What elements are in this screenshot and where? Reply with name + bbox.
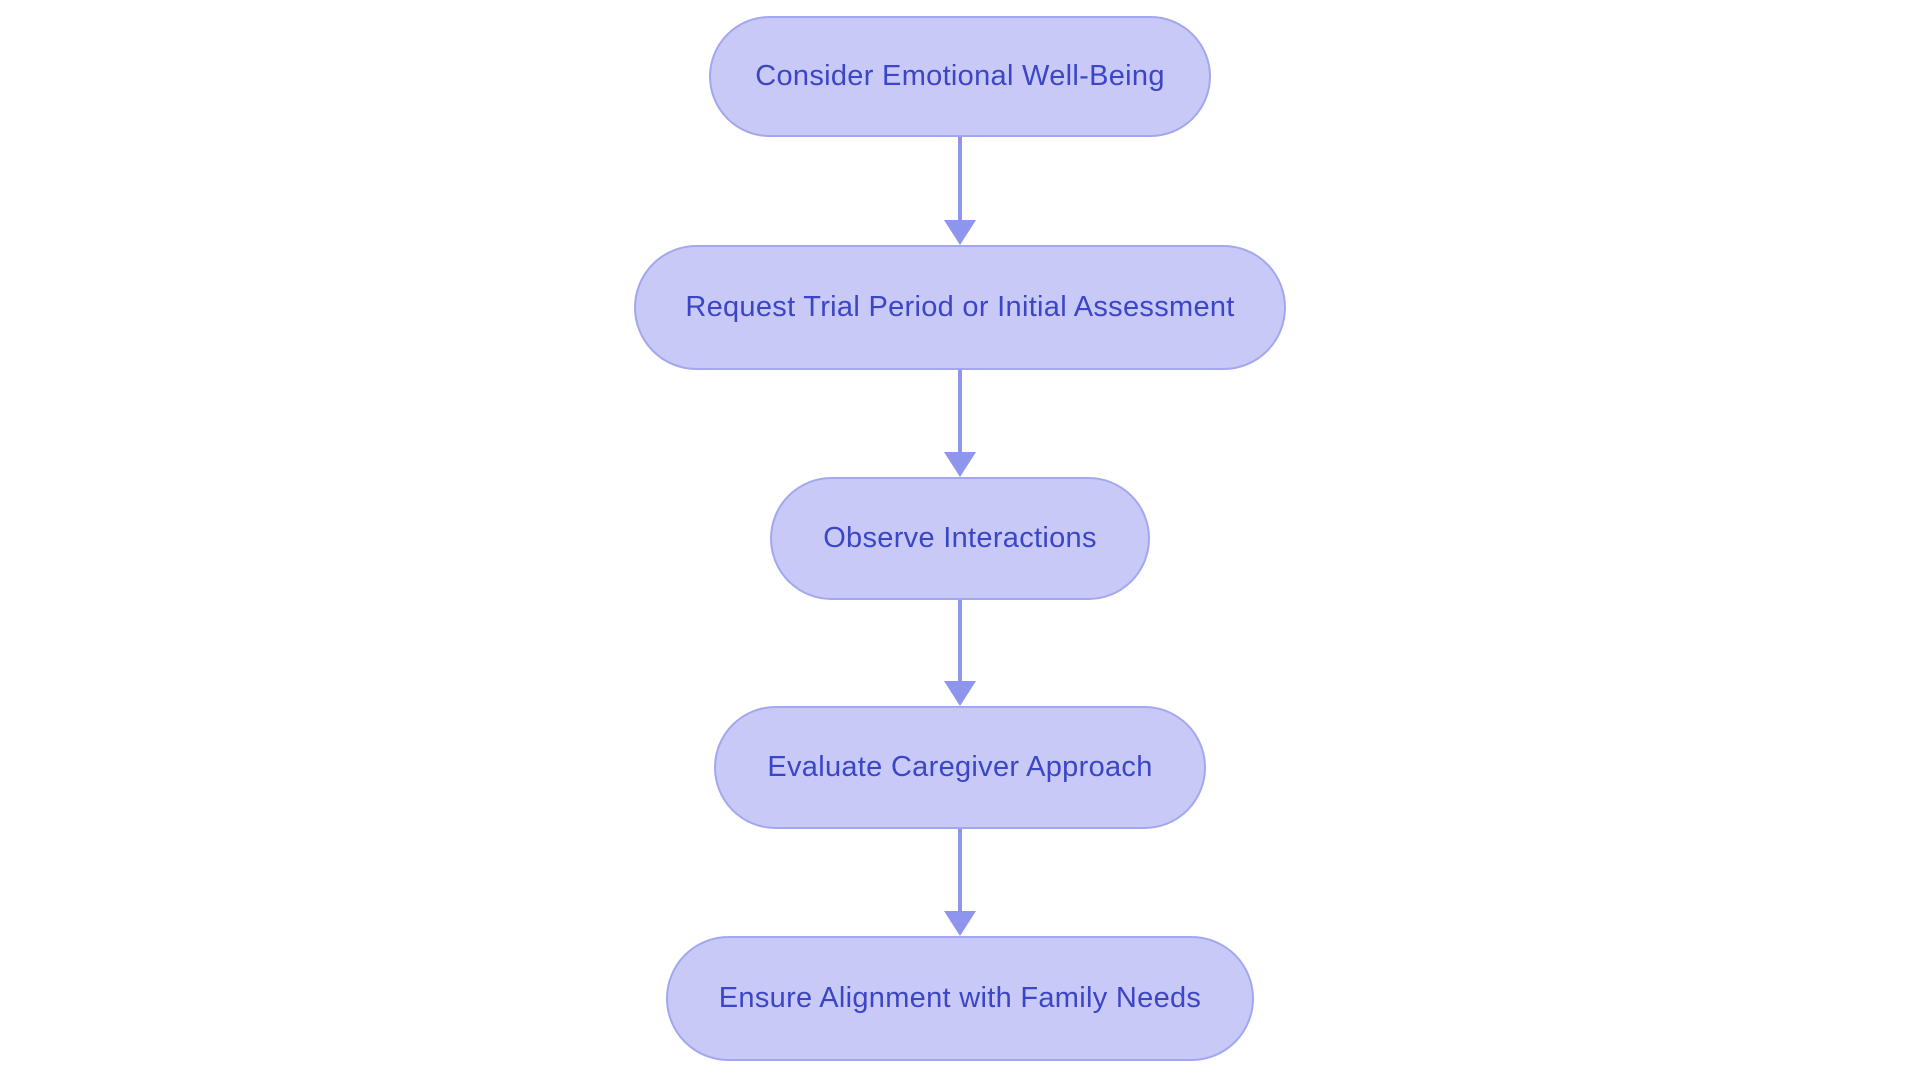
flow-node-evaluate-caregiver-approach: Evaluate Caregiver Approach: [714, 706, 1206, 829]
node-label: Ensure Alignment with Family Needs: [718, 982, 1202, 1014]
node-label: Evaluate Caregiver Approach: [767, 751, 1153, 783]
arrow-line: [958, 600, 962, 688]
arrow-head-icon: [944, 911, 976, 936]
node-label: Consider Emotional Well-Being: [755, 60, 1165, 92]
arrow-line: [958, 137, 962, 227]
node-label: Observe Interactions: [823, 522, 1097, 554]
flow-arrow: [943, 829, 977, 936]
flow-node-request-trial-period-or-initial-assessment: Request Trial Period or Initial Assessme…: [634, 245, 1286, 370]
arrow-head-icon: [944, 681, 976, 706]
node-label: Request Trial Period or Initial Assessme…: [685, 291, 1235, 323]
flow-node-consider-emotional-well-being: Consider Emotional Well-Being: [709, 16, 1211, 137]
arrow-line: [958, 829, 962, 918]
flow-node-observe-interactions: Observe Interactions: [770, 477, 1150, 600]
arrow-head-icon: [944, 452, 976, 477]
flow-arrow: [943, 600, 977, 706]
flow-arrow: [943, 370, 977, 477]
arrow-line: [958, 370, 962, 459]
arrow-head-icon: [944, 220, 976, 245]
flow-arrow: [943, 137, 977, 245]
flow-node-ensure-alignment-with-family-needs: Ensure Alignment with Family Needs: [666, 936, 1254, 1061]
